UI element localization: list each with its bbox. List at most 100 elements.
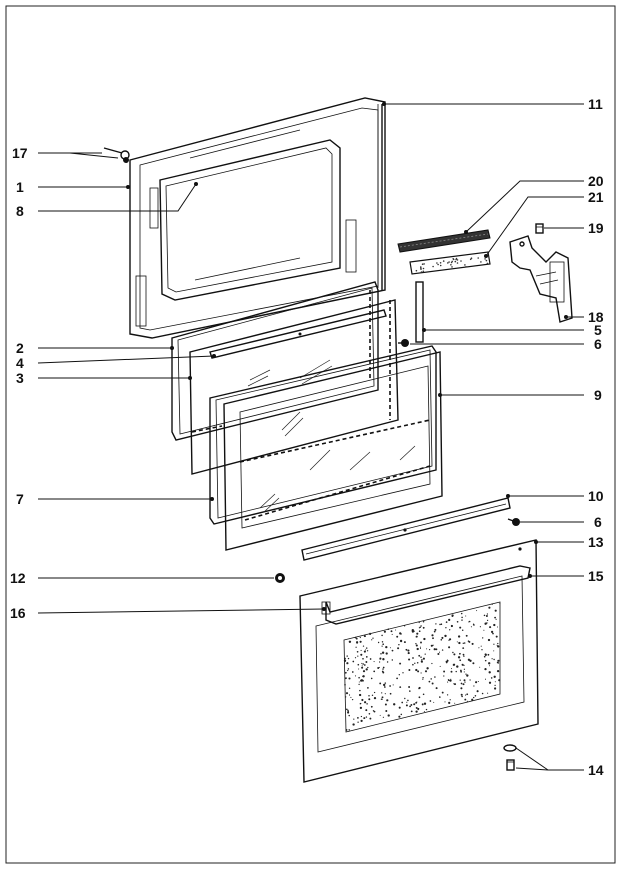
speckle-dot [399, 639, 403, 643]
speckle-dot [418, 627, 420, 629]
speckle-dot [460, 670, 462, 673]
speckle-dot [434, 676, 436, 678]
speckle-dot [415, 644, 418, 647]
speckle-dot [377, 641, 380, 644]
speckle-dot [444, 701, 446, 703]
speckle-dot [381, 651, 385, 654]
speckle-dot [344, 671, 347, 674]
speckle-dot [441, 691, 444, 694]
speckle-dot [370, 705, 373, 708]
speckle-dot [439, 623, 441, 626]
speckle-dot [494, 616, 496, 619]
speckle-dot [465, 673, 467, 675]
speckle-dot [343, 659, 347, 662]
speckle-dot [386, 661, 389, 663]
speckle-dot [346, 662, 349, 665]
label-9: 9 [594, 387, 602, 403]
speckle-dot [384, 686, 386, 688]
speckle-dot [365, 661, 368, 663]
speckle-dot [481, 649, 483, 651]
speckle-dot [385, 710, 388, 712]
speckle-dot [467, 658, 471, 661]
speckle-dot [496, 669, 500, 673]
insulation-dot [454, 260, 457, 263]
speckle-dot [405, 704, 408, 707]
speckle-dot [468, 620, 471, 623]
speckle-dot [451, 615, 454, 617]
speckle-dot [443, 670, 446, 673]
glass-bracket [209, 309, 387, 359]
speckle-dot [420, 672, 422, 674]
speckle-dot [396, 677, 398, 680]
speckle-dot [358, 681, 360, 683]
speckle-dot [368, 698, 371, 701]
insulation-dot [469, 258, 472, 261]
speckle-dot [470, 626, 472, 628]
speckle-dot [380, 652, 382, 655]
speckle-dot [389, 692, 392, 695]
label-17: 17 [12, 145, 28, 161]
speckle-dot [365, 649, 367, 651]
speckle-dot [353, 718, 355, 720]
speckle-dot [413, 703, 416, 706]
speckle-dot [354, 636, 357, 639]
speckle-dot [445, 621, 448, 623]
speckle-dot [459, 659, 462, 662]
speckle-dot [360, 715, 363, 718]
speckle-dot [491, 603, 493, 605]
speckle-dot [407, 649, 410, 652]
insulation-dot [442, 260, 445, 262]
speckle-dot [382, 643, 385, 646]
speckle-dot [373, 691, 376, 694]
speckle-dot [466, 693, 469, 696]
speckle-dot [423, 637, 426, 641]
speckle-dot [362, 657, 364, 660]
speckle-dot [420, 641, 422, 644]
speckle-dot [440, 638, 443, 641]
outer-glass-panel [223, 351, 443, 551]
insulation-dot [447, 262, 449, 264]
speckle-dot [383, 630, 386, 633]
speckle-dot [447, 679, 450, 682]
speckle-dot [356, 650, 359, 653]
speckle-dot [479, 626, 481, 628]
speckle-dot [357, 663, 360, 666]
speckle-dot [493, 623, 496, 627]
speckle-dot [382, 658, 385, 661]
speckle-dot [484, 678, 487, 680]
speckle-dot [361, 662, 363, 664]
speckle-dot [476, 610, 478, 612]
speckle-dot [473, 696, 475, 699]
speckle-dot [421, 661, 423, 663]
speckle-dot [345, 728, 348, 731]
speckle-dot [449, 629, 451, 631]
speckle-dot [497, 659, 500, 662]
speckle-dot [426, 667, 429, 670]
speckle-dot [348, 687, 351, 689]
speckle-dot [378, 666, 380, 668]
speckle-dot [366, 650, 369, 652]
label-19: 19 [588, 220, 604, 236]
speckle-dot [347, 668, 350, 670]
speckle-dot [385, 645, 388, 649]
speckle-dot [365, 647, 368, 649]
speckle-dot [398, 674, 400, 676]
speckle-dot [413, 630, 415, 632]
speckle-dot [461, 619, 463, 621]
speckle-dot [396, 635, 399, 638]
label-3: 3 [16, 370, 24, 386]
speckle-dot [417, 708, 419, 711]
screw-19 [535, 223, 544, 234]
speckle-dot [352, 723, 355, 726]
speckle-dot [493, 650, 495, 652]
speckle-dot [398, 643, 400, 646]
speckle-dot [358, 676, 360, 679]
speckle-dot [462, 653, 465, 656]
speckle-dot [483, 629, 485, 631]
speckle-dot [445, 627, 447, 629]
label-8: 8 [16, 203, 24, 219]
speckle-dot [363, 650, 366, 653]
speckle-dot [450, 624, 453, 628]
speckle-dot [441, 636, 444, 639]
speckle-dot [355, 641, 359, 644]
